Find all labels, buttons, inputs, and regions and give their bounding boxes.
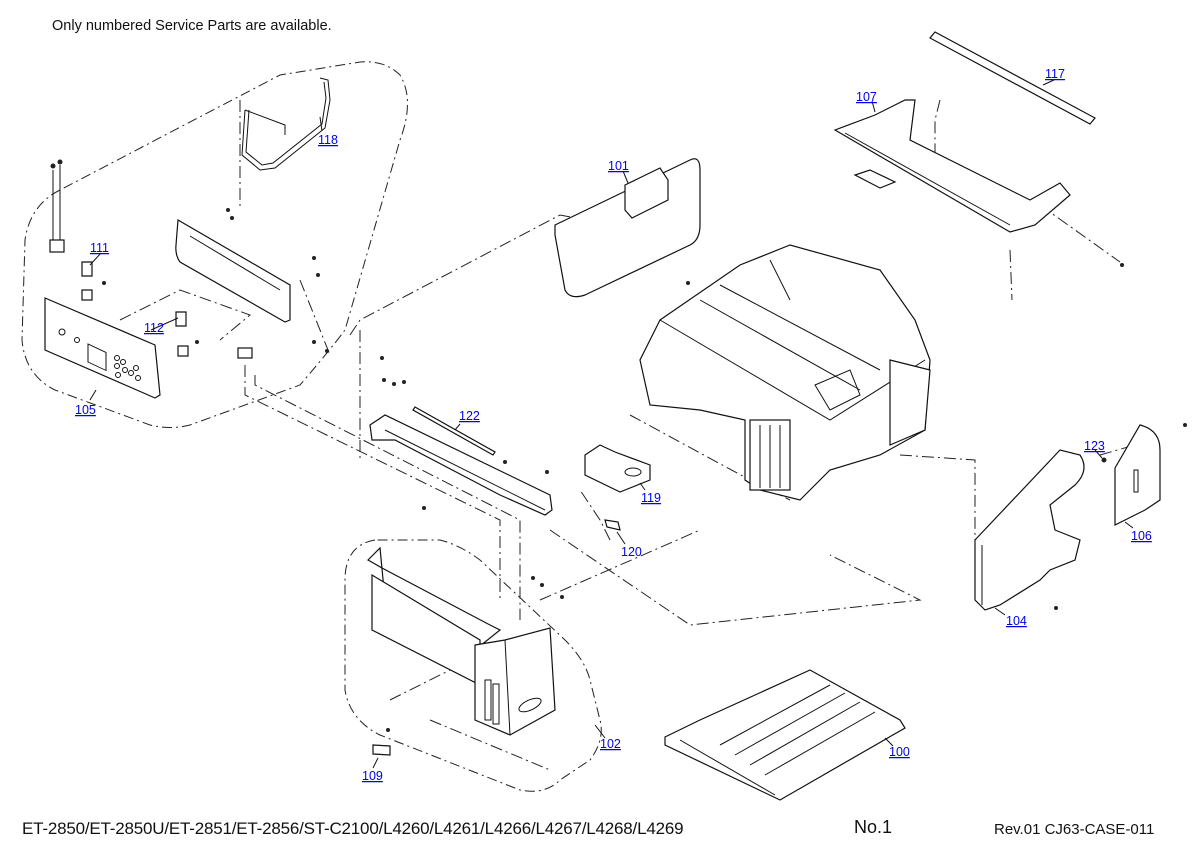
part-120-label (604, 519, 621, 531)
part-number-112[interactable]: 112 (144, 321, 164, 335)
part-119-cap (584, 444, 651, 493)
part-122-strip (412, 406, 496, 456)
part-label-117[interactable]: 117 (1045, 67, 1065, 81)
part-number-122[interactable]: 122 (459, 409, 480, 423)
part-117-strip (929, 31, 1096, 125)
part-label-111[interactable]: 111 (90, 241, 109, 255)
part-101-cover (554, 158, 701, 298)
part-118-bracket (241, 77, 331, 171)
part-number-119[interactable]: 119 (641, 491, 661, 505)
part-number-111[interactable]: 111 (90, 241, 109, 255)
part-labels: 111 112 105 118 101 107 117 122 119 120 … (75, 67, 1152, 783)
part-112-hinge (175, 311, 253, 359)
part-number-107[interactable]: 107 (856, 90, 877, 104)
part-number-105[interactable]: 105 (75, 403, 96, 417)
part-label-119[interactable]: 119 (641, 491, 661, 505)
part-label-109[interactable]: 109 (362, 769, 383, 783)
service-parts-note: Only numbered Service Parts are availabl… (52, 18, 332, 34)
inner-frame-rail (369, 414, 553, 516)
part-number-104[interactable]: 104 (1006, 614, 1027, 628)
part-109-label (372, 744, 391, 756)
part-102-front-housing (367, 546, 556, 736)
part-107-frame (833, 99, 1071, 233)
part-number-120: 120 (621, 545, 642, 559)
part-number-118[interactable]: 118 (318, 133, 338, 147)
part-label-101[interactable]: 101 (608, 159, 629, 173)
model-list: ET-2850/ET-2850U/ET-2851/ET-2856/ST-C210… (22, 819, 684, 838)
part-104-side-housing (974, 449, 1085, 611)
revision-code: Rev.01 CJ63-CASE-011 (994, 821, 1155, 838)
part-106-side-cover (1114, 424, 1161, 526)
page-number: No.1 (854, 817, 893, 837)
part-label-107[interactable]: 107 (856, 90, 877, 104)
printer-mechanism (639, 244, 931, 501)
part-label-112[interactable]: 112 (144, 321, 164, 335)
part-number-106[interactable]: 106 (1131, 529, 1152, 543)
part-number-109[interactable]: 109 (362, 769, 383, 783)
front-housing-group-outline (344, 539, 602, 792)
part-label-102[interactable]: 102 (600, 737, 621, 751)
part-number-101[interactable]: 101 (608, 159, 629, 173)
part-100-paper-tray (664, 669, 906, 801)
part-label-105[interactable]: 105 (75, 403, 96, 417)
part-105-control-panel (44, 297, 161, 399)
part-111-hinge (49, 165, 93, 301)
part-label-122[interactable]: 122 (459, 409, 480, 423)
panel-frame (175, 219, 291, 323)
part-number-100[interactable]: 100 (889, 745, 910, 759)
part-number-123[interactable]: 123 (1084, 439, 1105, 453)
control-panel-group-outline (21, 61, 408, 428)
part-number-102[interactable]: 102 (600, 737, 621, 751)
part-label-100[interactable]: 100 (889, 745, 910, 759)
leader-lines (89, 79, 1134, 769)
part-number-117[interactable]: 117 (1045, 67, 1065, 81)
part-label-104[interactable]: 104 (1006, 614, 1027, 628)
part-label-123[interactable]: 123 (1084, 439, 1105, 453)
part-label-118[interactable]: 118 (318, 133, 338, 147)
part-label-106[interactable]: 106 (1131, 529, 1152, 543)
screws (50, 159, 1187, 732)
